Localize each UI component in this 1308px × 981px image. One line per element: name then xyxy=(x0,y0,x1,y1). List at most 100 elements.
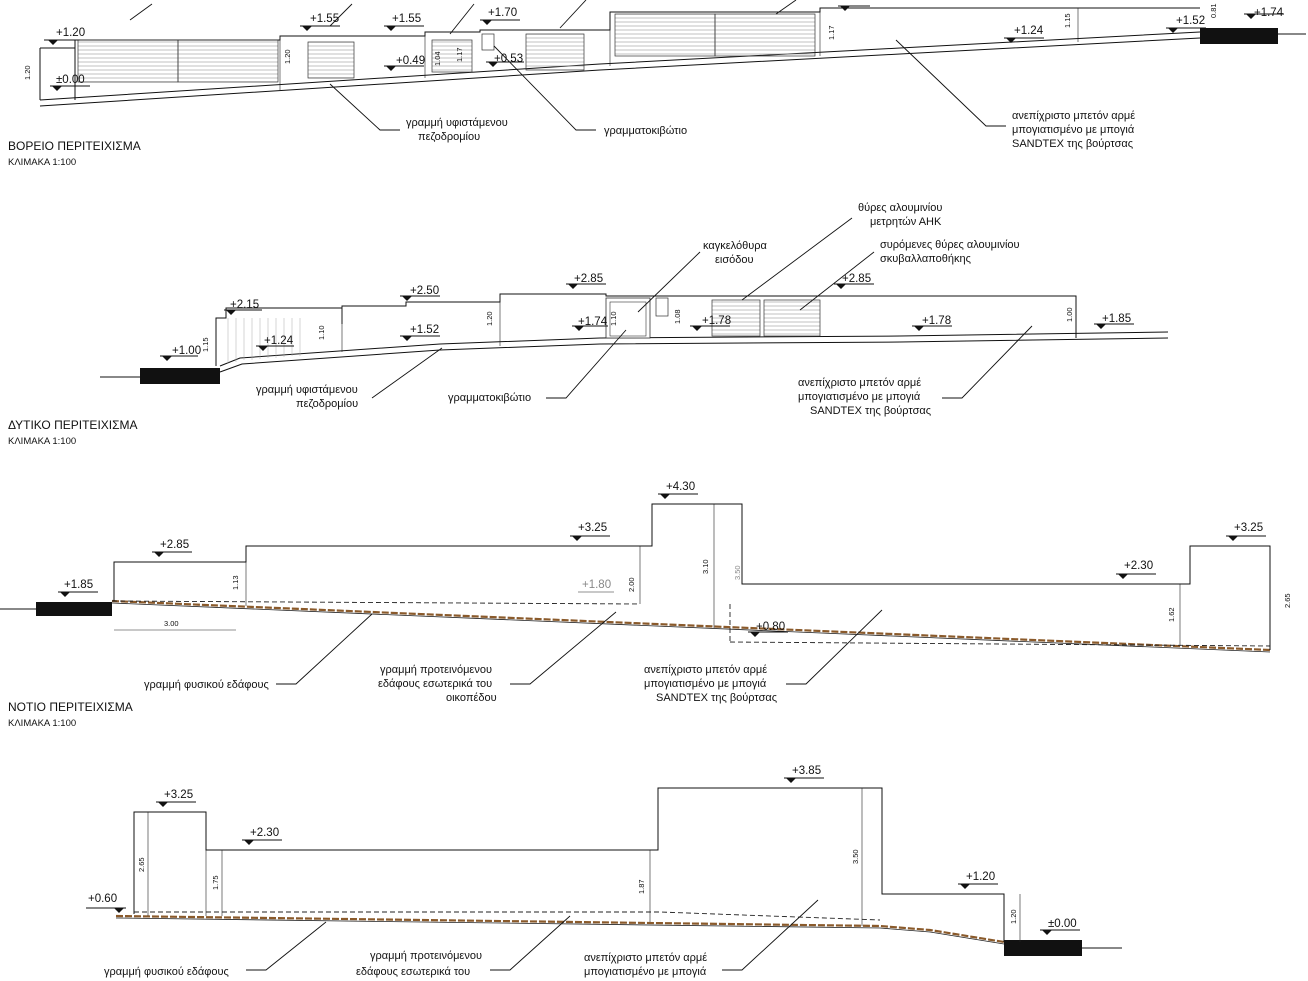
west-street-slab xyxy=(140,368,220,384)
west-meter-doors xyxy=(711,299,761,337)
south-title: ΝΟΤΙΟ ΠΕΡΙΤΕΙΧΙΣΜΑ xyxy=(8,700,133,714)
west-sidewalk-line xyxy=(219,337,1169,373)
north-entry-gate xyxy=(431,39,473,73)
west-scale: ΚΛΙΜΑΚΑ 1:100 xyxy=(8,436,76,447)
dimension-label: 1.20 xyxy=(485,311,494,326)
south-proposed-note: γραμμή προτεινόμενου xyxy=(380,664,492,676)
north-mailbox-note: γραμματοκιβώτιο xyxy=(604,125,687,137)
east-elevation: +3.25 +0.60 +2.30 +3.85 +1.20 ±0.00 2.65… xyxy=(86,765,1122,978)
level-mark: +3.25 xyxy=(578,522,607,534)
east-proposed-note: εδάφους εσωτερικά του xyxy=(356,966,470,978)
level-mark: +0.60 xyxy=(88,893,117,905)
level-mark: +1.74 xyxy=(578,316,608,328)
north-concrete-note: ανεπίχριστο μπετόν αρμέ xyxy=(1012,110,1135,122)
east-concrete-note: ανεπίχριστο μπετόν αρμέ xyxy=(584,952,707,964)
west-mailbox xyxy=(655,297,669,317)
dimension-label: 3.50 xyxy=(733,565,742,580)
level-mark: +1.85 xyxy=(64,579,93,591)
level-mark: +1.52 xyxy=(410,324,439,336)
north-meter-doors xyxy=(307,41,355,79)
north-street-slab xyxy=(1200,28,1278,44)
level-mark: +1.78 xyxy=(702,315,731,327)
level-mark: +2.85 xyxy=(160,539,189,551)
dimension-label: 1.13 xyxy=(231,575,240,590)
west-ground-line xyxy=(219,331,1169,367)
level-mark: +0.53 xyxy=(494,53,523,65)
level-mark: +1.52 xyxy=(1176,15,1205,27)
level-mark: +1.00 xyxy=(172,345,201,357)
dimension-label: 1.04 xyxy=(433,51,442,66)
dimension-label: 3.50 xyxy=(851,849,860,864)
east-proposed-note: γραμμή προτεινόμενου xyxy=(370,950,482,962)
level-mark: +2.30 xyxy=(250,827,279,839)
dimension-label: 1.08 xyxy=(673,309,682,324)
level-mark: +1.70 xyxy=(488,7,517,19)
west-meter-note: θύρες αλουμινίου xyxy=(858,202,942,214)
west-gate-note: εισόδου xyxy=(715,254,754,266)
dimension-label: 1.20 xyxy=(283,49,292,64)
level-mark: +1.85 xyxy=(1102,313,1131,325)
level-mark: +2.85 xyxy=(574,273,603,285)
dimension-label: 1.10 xyxy=(317,325,326,340)
level-mark: +1.20 xyxy=(56,27,85,39)
south-proposed-note: οικοπέδου xyxy=(446,692,497,704)
level-mark: +0.80 xyxy=(756,621,785,633)
south-street-slab xyxy=(36,602,112,616)
west-entry-gate xyxy=(605,297,651,339)
north-louver-panel xyxy=(714,13,816,57)
level-mark: +1.20 xyxy=(966,871,995,883)
south-scale: ΚΛΙΜΑΚΑ 1:100 xyxy=(8,718,76,729)
west-wall-outline xyxy=(215,293,1077,366)
dimension-label: 2.65 xyxy=(1283,593,1292,608)
north-sidewalk-line xyxy=(39,37,1201,107)
dimension-label: 1.17 xyxy=(827,25,836,40)
north-louver-panel xyxy=(77,39,179,83)
south-wall-outline xyxy=(113,503,1271,650)
south-concrete-note: μπογιατισμένο με μπογιά xyxy=(644,678,767,690)
east-concrete-note: μπογιατισμένο με μπογιά xyxy=(584,966,707,978)
level-mark: +1.24 xyxy=(264,335,294,347)
north-elevation: +1.20 ±0.00 +1.55 +1.55 +1.70 +0.49 +0.5… xyxy=(8,0,1306,168)
level-mark: +1.55 xyxy=(392,13,421,25)
north-sidewalk-note: πεζοδρομίου xyxy=(418,131,480,143)
west-elevation: +2.15 +1.24 +1.00 +2.50 +1.52 +2.85 +1.7… xyxy=(8,202,1169,447)
east-natural-ground-note: γραμμή φυσικού εδάφους xyxy=(104,966,229,978)
east-proposed-ground-line xyxy=(134,911,881,921)
north-concrete-note: μπογιατισμένο με μπογιά xyxy=(1012,124,1135,136)
west-mailbox-note: γραμματοκιβώτιο xyxy=(448,392,531,404)
level-mark: +0.49 xyxy=(396,55,425,67)
west-sliding-doors xyxy=(763,299,821,337)
west-concrete-note: SANDTEX της βούρτσας xyxy=(810,405,931,417)
north-mailbox xyxy=(481,33,495,51)
dimension-label: 1.15 xyxy=(1063,13,1072,28)
west-sidewalk-note: πεζοδρομίου xyxy=(296,398,358,410)
south-proposed-note: εδάφους εσωτερικά του xyxy=(378,678,492,690)
level-mark: +2.30 xyxy=(1124,560,1153,572)
west-sliding-note: σκυβαλλαποθήκης xyxy=(880,253,971,265)
dimension-label: 1.87 xyxy=(637,879,646,894)
dimension-label: 3.10 xyxy=(701,559,710,574)
level-mark: ±0.00 xyxy=(1048,918,1077,930)
west-title: ΔΥΤΙΚΟ ΠΕΡΙΤΕΙΧΙΣΜΑ xyxy=(8,418,138,432)
west-concrete-note: μπογιατισμένο με μπογιά xyxy=(798,391,921,403)
level-mark: +2.15 xyxy=(230,299,259,311)
north-scale: ΚΛΙΜΑΚΑ 1:100 xyxy=(8,157,76,168)
north-concrete-note: SANDTEX της βούρτσας xyxy=(1012,138,1133,150)
dimension-label: 2.65 xyxy=(137,857,146,872)
south-natural-ground-line xyxy=(111,599,1271,652)
dimension-label: 1.20 xyxy=(23,65,32,80)
east-natural-ground-line xyxy=(115,914,1005,944)
west-sidewalk-note: γραμμή υφιστάμενου xyxy=(256,384,358,396)
north-sliding-doors xyxy=(525,33,585,71)
dimension-label: 1.15 xyxy=(201,337,210,352)
dimension-label: 1.20 xyxy=(1009,909,1018,924)
north-sidewalk-note: γραμμή υφιστάμενου xyxy=(406,117,508,129)
level-mark: +1.24 xyxy=(1014,25,1044,37)
west-gate-note: καγκελόθυρα xyxy=(703,240,767,252)
level-mark: ±0.00 xyxy=(56,74,85,86)
dimension-label: 1.00 xyxy=(1065,307,1074,322)
dimension-label: 1.75 xyxy=(211,875,220,890)
dimension-label: 3.00 xyxy=(164,619,179,628)
level-mark: +1.74 xyxy=(1254,7,1284,19)
